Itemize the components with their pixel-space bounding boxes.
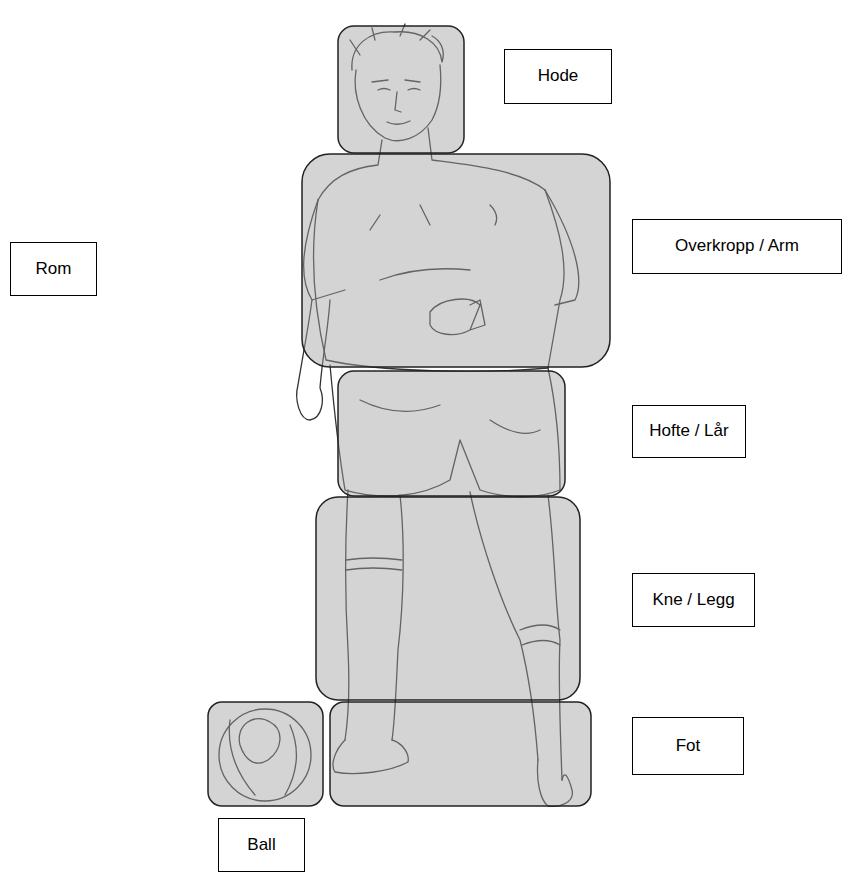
- body-zones: [208, 26, 610, 806]
- hip-zone: [338, 371, 565, 496]
- label-box: Fot: [632, 717, 744, 775]
- label-box: Hode: [504, 49, 612, 104]
- body-part-label: Rom: [36, 259, 72, 279]
- body-part-label: Hofte / Lår: [649, 421, 728, 441]
- body-part-label: Fot: [676, 736, 701, 756]
- body-part-label: Kne / Legg: [652, 590, 734, 610]
- label-box: Overkropp / Arm: [632, 219, 842, 274]
- torso-zone: [302, 154, 610, 367]
- body-part-label: Overkropp / Arm: [675, 236, 799, 256]
- foot-zone: [330, 702, 591, 806]
- body-part-label: Hode: [538, 66, 579, 86]
- label-box: Rom: [10, 242, 97, 296]
- body-part-label: Ball: [247, 835, 275, 855]
- ball-zone: [208, 702, 323, 806]
- label-box: Ball: [218, 818, 305, 872]
- knee-zone: [316, 497, 580, 700]
- head-zone: [338, 26, 464, 153]
- label-box: Kne / Legg: [632, 573, 755, 627]
- label-box: Hofte / Lår: [632, 405, 746, 458]
